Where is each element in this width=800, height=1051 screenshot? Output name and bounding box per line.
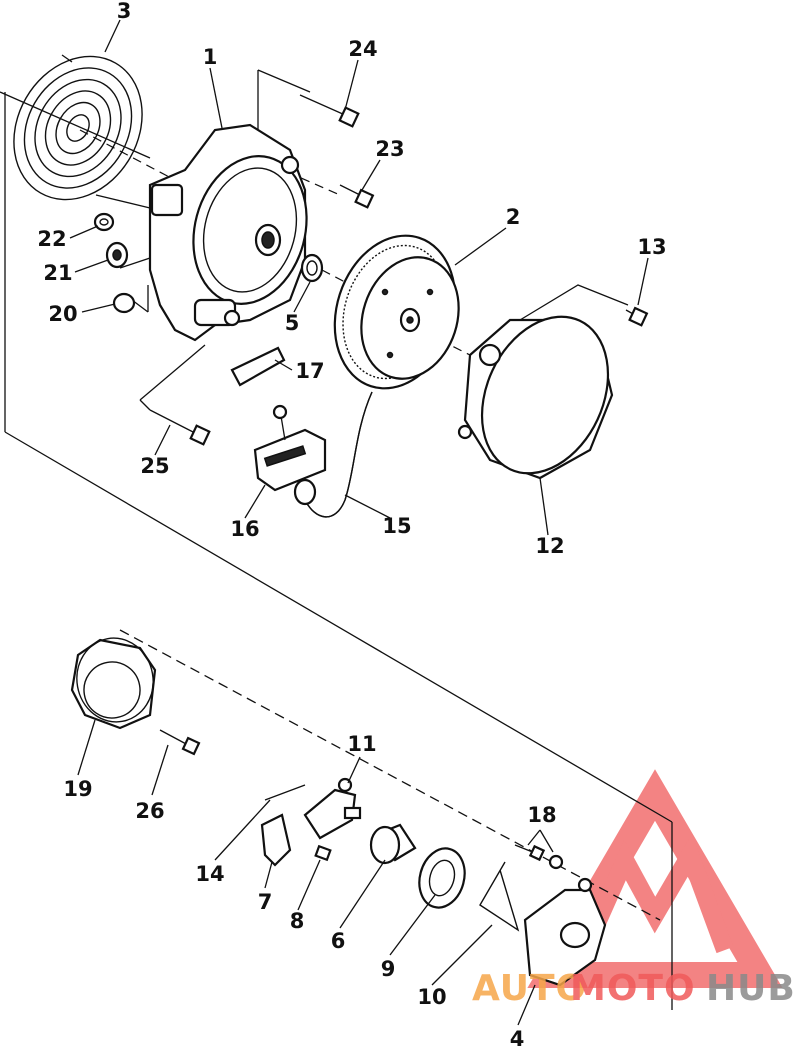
callout-12: 12 [535, 534, 564, 558]
callout-13: 13 [637, 235, 666, 259]
callout-18: 18 [527, 803, 556, 827]
spring-14-part [264, 784, 306, 801]
callout-leaders [69, 19, 649, 1026]
handle-16-part [253, 404, 327, 506]
drum-6-part [369, 823, 417, 865]
washer-9-part [418, 847, 466, 909]
pin-8-part [314, 844, 332, 862]
washer-5-part [300, 253, 324, 283]
callout-6: 6 [331, 929, 346, 953]
pulley-part [333, 234, 460, 390]
callout-9: 9 [381, 957, 396, 981]
watermark-auto: AUTO [472, 968, 587, 1009]
assembly-lines [0, 69, 673, 1010]
callout-23: 23 [375, 137, 404, 161]
callout-8: 8 [290, 909, 305, 933]
watermark-text: AUTO MOTO HUB [472, 968, 796, 1009]
plate-4-part [523, 877, 607, 987]
callout-22: 22 [37, 227, 66, 251]
callout-17: 17 [295, 359, 324, 383]
watermark-moto: MOTO [570, 968, 696, 1009]
callout-2: 2 [506, 205, 521, 229]
clip-10-part [479, 861, 520, 932]
callout-16: 16 [230, 517, 259, 541]
cup-19-part [70, 637, 157, 730]
callout-7: 7 [258, 890, 273, 914]
nut-21-part [105, 241, 129, 269]
watermark-hub: HUB [706, 968, 796, 1009]
callout-20: 20 [48, 302, 77, 326]
bushing-20-part [112, 292, 136, 314]
bolt-24-part [299, 94, 360, 128]
bolt-25-part [149, 409, 211, 446]
recoil-spring-part [13, 54, 143, 201]
callout-24: 24 [348, 37, 377, 61]
lever-7-part [260, 813, 292, 867]
callout-10: 10 [417, 985, 446, 1009]
callout-25: 25 [140, 454, 169, 478]
starter-housing-part [148, 123, 308, 342]
cover-part [457, 315, 614, 480]
callout-4: 4 [510, 1027, 525, 1051]
washer-22-part [93, 212, 115, 232]
callout-labels: 3 1 24 23 2 13 22 21 20 5 17 25 16 15 12… [37, 0, 666, 1051]
bolt-23-part [339, 184, 375, 209]
bolt-26-part [159, 729, 201, 756]
bolt-18-part [514, 844, 564, 870]
callout-21: 21 [43, 261, 72, 285]
pawl-11-part [303, 777, 362, 840]
callout-19: 19 [63, 777, 92, 801]
callout-11: 11 [347, 732, 376, 756]
callout-3: 3 [117, 0, 132, 23]
callout-15: 15 [382, 514, 411, 538]
plate-17-part [230, 346, 286, 387]
callout-14: 14 [195, 862, 224, 886]
bolt-13-part [625, 306, 649, 327]
callout-1: 1 [203, 45, 218, 69]
callout-26: 26 [135, 799, 164, 823]
rope-15-part [304, 391, 373, 518]
callout-5: 5 [285, 311, 300, 335]
watermark-logo [527, 769, 783, 988]
